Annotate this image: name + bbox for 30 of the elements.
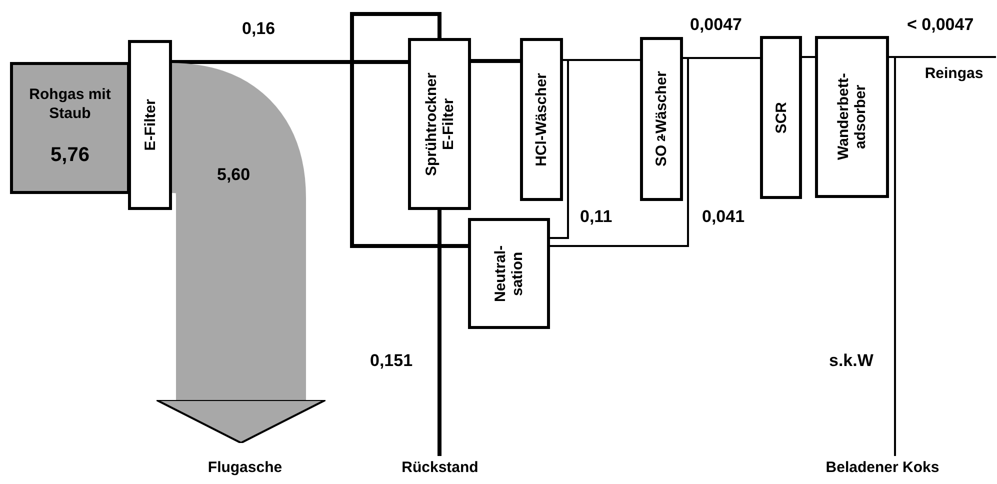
flow-line [550,59,569,239]
process-label: Sprühtrockner E-Filter [422,71,456,178]
process-box [520,38,563,201]
process-label: Wanderbett- adsorber [835,72,869,162]
source-box [10,62,130,194]
flow-line [802,56,815,58]
process-label: E-Filter [142,99,158,151]
process-box [468,218,550,329]
process-label: SCR [772,102,790,134]
flow-line [471,59,520,63]
stream-label: Flugasche [185,456,305,480]
node-label: Rohgas mit Staub [28,86,112,124]
value-label: 5,76 [50,142,90,168]
edge-label: 5,60 [216,164,252,186]
process-box [760,36,802,199]
process-label: HCl-Wäscher [533,72,550,166]
flow-line [350,12,468,248]
flow-line [550,57,689,247]
process-box [640,37,683,201]
process-box [128,40,172,210]
stream-label: Beladener Koks [800,456,965,480]
flow-line [889,56,896,456]
stream-label: Reingas [912,57,996,91]
process-box [815,36,889,198]
process-label: Neutral- sation [492,244,526,304]
flow-line [172,60,408,64]
flow-arrow [156,63,326,444]
process-box [408,38,471,210]
stream-label: Rückstand [380,456,500,480]
flow-line [438,210,442,456]
